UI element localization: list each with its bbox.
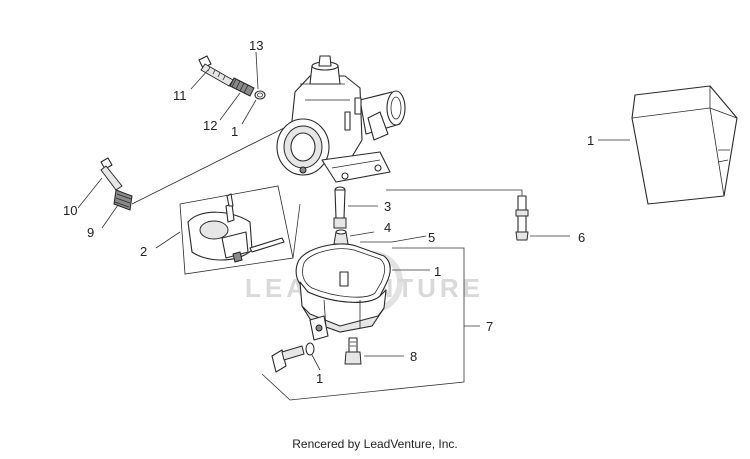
part-1-gasket-kit-packet [631, 85, 738, 205]
callout-4: 4 [384, 220, 391, 235]
callout-1-top: 1 [231, 124, 238, 139]
callout-2: 2 [140, 244, 147, 259]
callout-13: 13 [249, 38, 263, 53]
float-bowl [295, 243, 391, 341]
footer-credit: Rencered by LeadVenture, Inc. [292, 437, 458, 451]
callouts: 13 11 12 1 10 9 2 3 4 5 6 1 7 8 1 1 [63, 38, 594, 386]
part-4-main-jet [333, 229, 349, 245]
callout-3: 3 [384, 199, 391, 214]
part-13-o-ring [254, 90, 266, 100]
part-2-float-assembly [179, 185, 294, 275]
part-8-bowl-screw [344, 337, 362, 365]
callout-7: 7 [486, 319, 493, 334]
part-9-spring [113, 189, 133, 211]
callout-9: 9 [87, 225, 94, 240]
leader-lines [77, 51, 630, 401]
callout-1-bottom: 1 [316, 371, 323, 386]
callout-1-bowl: 1 [434, 264, 441, 279]
callout-11: 11 [173, 88, 187, 103]
carburetor-body [276, 55, 406, 183]
part-12-spring [229, 77, 255, 97]
part-6-tube [515, 195, 529, 241]
callout-5: 5 [428, 230, 435, 245]
callout-8: 8 [410, 349, 417, 364]
callout-10: 10 [63, 203, 77, 218]
callout-1-kit: 1 [587, 133, 594, 148]
drain-screw [271, 342, 315, 373]
callout-6: 6 [578, 230, 585, 245]
part-10-screw [100, 157, 123, 191]
part-3-jet-holder [333, 186, 347, 229]
part-11-idle-screw [198, 55, 234, 87]
callout-12: 12 [203, 118, 217, 133]
